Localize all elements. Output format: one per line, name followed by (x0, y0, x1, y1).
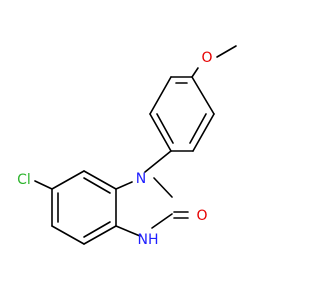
methoxy-group (191, 45, 237, 78)
bond-cl (34, 180, 53, 190)
atom-n3: NH (138, 232, 159, 248)
bond-o-aryl (191, 67, 199, 78)
bond-ring-a-inner-2 (189, 113, 207, 144)
bond-ring-a-4 (149, 113, 172, 152)
molecule-structure-diagram: O N O NH Cl (17, 45, 237, 248)
bond-benz-2 (51, 170, 85, 190)
bond-benz-4 (51, 225, 85, 245)
methoxyphenyl-ring (149, 76, 215, 152)
bond-core-4 (151, 213, 173, 229)
atom-o-carbonyl: O (196, 208, 207, 224)
atom-cl: Cl (17, 172, 31, 188)
bond-n-aryl (144, 150, 172, 173)
bond-benz-1 (83, 170, 117, 190)
atom-o-methoxy: O (201, 50, 212, 66)
bond-core-3 (115, 225, 141, 237)
bond-benz-5 (83, 225, 117, 245)
bond-core-1 (115, 181, 133, 190)
bond-benz-inner-3 (83, 221, 111, 238)
bond-ring-a-inner-3 (156, 113, 174, 144)
bond-benz-inner-1 (83, 177, 111, 194)
bond-methyl-o (216, 45, 237, 58)
bond-ring-a-5 (149, 76, 172, 115)
bond-ring-a-1 (191, 76, 215, 115)
bond-core-5 (153, 177, 173, 198)
bond-ring-a-2 (192, 113, 215, 152)
benzimidazolone-core (51, 170, 189, 245)
atom-n1: N (136, 171, 146, 187)
